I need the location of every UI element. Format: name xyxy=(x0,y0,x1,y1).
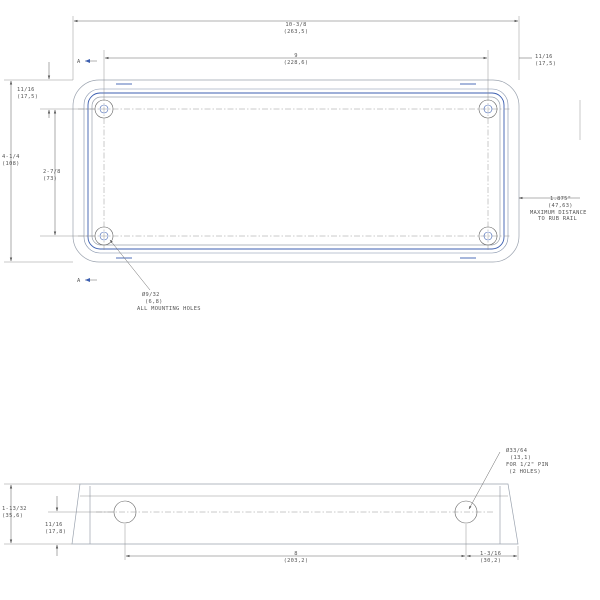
pin-height-frac: 11/16 xyxy=(45,522,63,528)
pin-hole-line2: (2 HOLES) xyxy=(509,469,541,475)
side-body-outline xyxy=(71,483,519,545)
pin-hole-leader xyxy=(468,451,501,510)
pin-hole xyxy=(454,500,478,524)
overall-width-mm: (108) xyxy=(2,161,20,167)
end-offset-mm: (17,5) xyxy=(535,61,556,67)
end-offset-frac: 11/16 xyxy=(535,54,553,60)
overall-length-frac: 10-3/8 xyxy=(285,22,306,28)
plate-recess-outline xyxy=(91,96,501,246)
overall-width-frac: 4-1/4 xyxy=(2,154,20,160)
pin-hole-line1: FOR 1/2" PIN xyxy=(506,462,549,468)
height-frac: 1-13/32 xyxy=(2,506,27,512)
mounting-hole xyxy=(478,99,498,119)
side-view: 1-13/32 (35,6) 11/16 (17,8) 8 (203,2) 1-… xyxy=(2,447,549,564)
pin-height-mm: (17,8) xyxy=(45,529,66,535)
rub-rail-value: 1.875" xyxy=(550,196,571,202)
mounting-hole-leader xyxy=(109,239,151,291)
side-end-offset-mm: (30,2) xyxy=(480,558,501,564)
hole-spacing-width-mm: (73) xyxy=(43,176,57,182)
mounting-hole-mm: (6,8) xyxy=(145,299,163,305)
plate-middle-outline xyxy=(83,88,509,254)
side-end-offset-frac: 1-3/16 xyxy=(480,551,501,557)
pin-spacing-mm: (203,2) xyxy=(284,558,309,564)
pin-spacing-frac: 8 xyxy=(294,551,298,557)
section-marker-top: A xyxy=(77,59,81,65)
mounting-hole-dia: Ø9/32 xyxy=(142,291,160,298)
top-offset-mm: (17,5) xyxy=(17,94,38,100)
pin-hole-dia: Ø33/64 xyxy=(506,447,527,454)
top-offset-frac: 11/16 xyxy=(17,87,35,93)
top-view: 10-3/8 (263,5) 9 (228,6) 11/16 (17,5) 11… xyxy=(2,16,587,312)
hole-spacing-length-frac: 9 xyxy=(294,53,298,59)
section-marker-bottom: A xyxy=(77,278,81,284)
rub-rail-line1: MAXIMUM DISTANCE xyxy=(530,210,587,216)
pin-hole-mm: (13,1) xyxy=(510,455,531,461)
mounting-hole xyxy=(478,226,498,246)
mounting-hole-note: ALL MOUNTING HOLES xyxy=(137,306,201,312)
overall-length-mm: (263,5) xyxy=(284,29,309,35)
rub-rail-mm: (47,63) xyxy=(548,203,573,209)
hole-spacing-length-mm: (228,6) xyxy=(284,60,309,66)
height-mm: (35,6) xyxy=(2,513,23,519)
rub-rail-line2: TO RUB RAIL xyxy=(538,216,577,222)
hole-spacing-width-frac: 2-7/8 xyxy=(43,169,61,175)
plate-inner-outline xyxy=(87,92,505,250)
plate-outer-outline xyxy=(72,79,520,263)
